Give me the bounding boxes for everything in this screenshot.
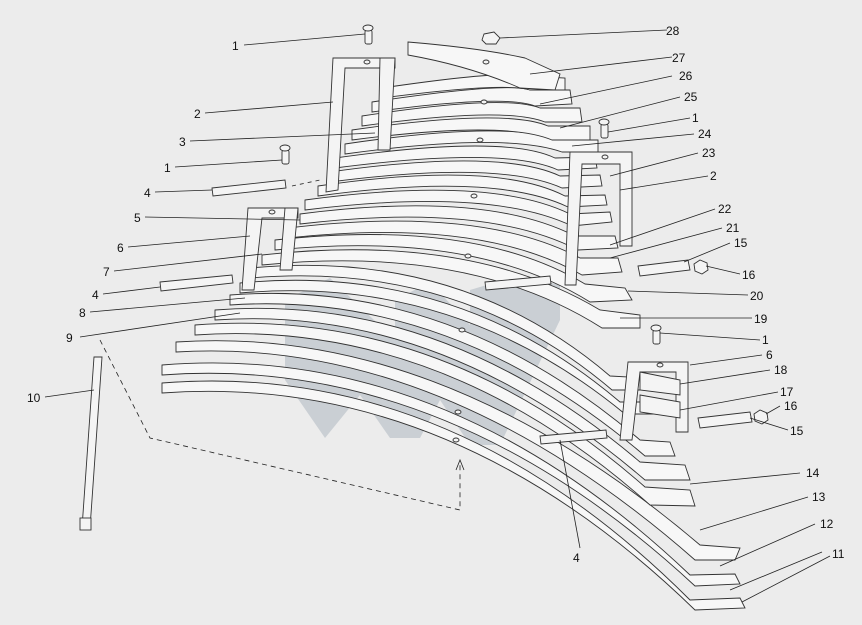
rivet-1d [650, 324, 662, 345]
callout-15a: 15 [734, 236, 748, 250]
leader-lines [44, 29, 831, 603]
callout-21: 21 [726, 221, 740, 235]
callout-17: 17 [780, 385, 794, 399]
rivets [279, 24, 662, 345]
callout-25: 25 [684, 90, 698, 104]
callout-1a: 1 [232, 39, 239, 53]
callout-16b: 16 [784, 399, 798, 413]
callout-2a: 2 [194, 107, 201, 121]
callout-19: 19 [754, 312, 768, 326]
callout-2b: 2 [710, 169, 717, 183]
callout-1d: 1 [762, 333, 769, 347]
callout-18: 18 [774, 363, 788, 377]
callout-22: 22 [718, 202, 732, 216]
callout-11: 11 [832, 547, 845, 561]
callout-1c: 1 [692, 111, 699, 125]
callout-5: 5 [134, 211, 141, 225]
callout-labels: 1 2 3 1 4 5 6 7 4 8 9 10 28 27 26 25 1 2… [27, 24, 845, 565]
rivet-1c [598, 118, 610, 139]
callout-28: 28 [666, 24, 680, 38]
callout-8: 8 [79, 306, 86, 320]
callout-20: 20 [750, 289, 764, 303]
clamp-lower-right [619, 361, 689, 441]
callout-15b: 15 [790, 424, 804, 438]
callout-4c: 4 [573, 551, 580, 565]
rivet-1b [279, 144, 291, 165]
long-bolt-10 [79, 356, 103, 531]
assembly-arrow [455, 458, 465, 471]
clamp-upper-right [564, 151, 633, 286]
pin-dashed-line [291, 179, 321, 187]
callout-13: 13 [812, 490, 826, 504]
callout-12: 12 [820, 517, 834, 531]
spring-leaves [161, 41, 746, 611]
rivet-1a [362, 24, 374, 45]
callout-24: 24 [698, 127, 712, 141]
assembly-dashed-line [99, 339, 461, 511]
callout-7: 7 [103, 265, 110, 279]
pins [159, 179, 753, 445]
callout-6a: 6 [117, 241, 124, 255]
callout-16a: 16 [742, 268, 756, 282]
callout-10: 10 [27, 391, 41, 405]
callout-9: 9 [66, 331, 73, 345]
callout-1b: 1 [164, 161, 171, 175]
callout-14: 14 [806, 466, 820, 480]
clamp-middle-left [241, 207, 299, 291]
callout-4a: 4 [144, 186, 151, 200]
callout-3: 3 [179, 135, 186, 149]
centre-holes [452, 59, 490, 443]
callout-4b: 4 [92, 288, 99, 302]
callout-26: 26 [679, 69, 693, 83]
callout-23: 23 [702, 146, 716, 160]
callout-27: 27 [672, 51, 686, 65]
clamp-upper-left [325, 57, 396, 193]
callout-6b: 6 [766, 348, 773, 362]
